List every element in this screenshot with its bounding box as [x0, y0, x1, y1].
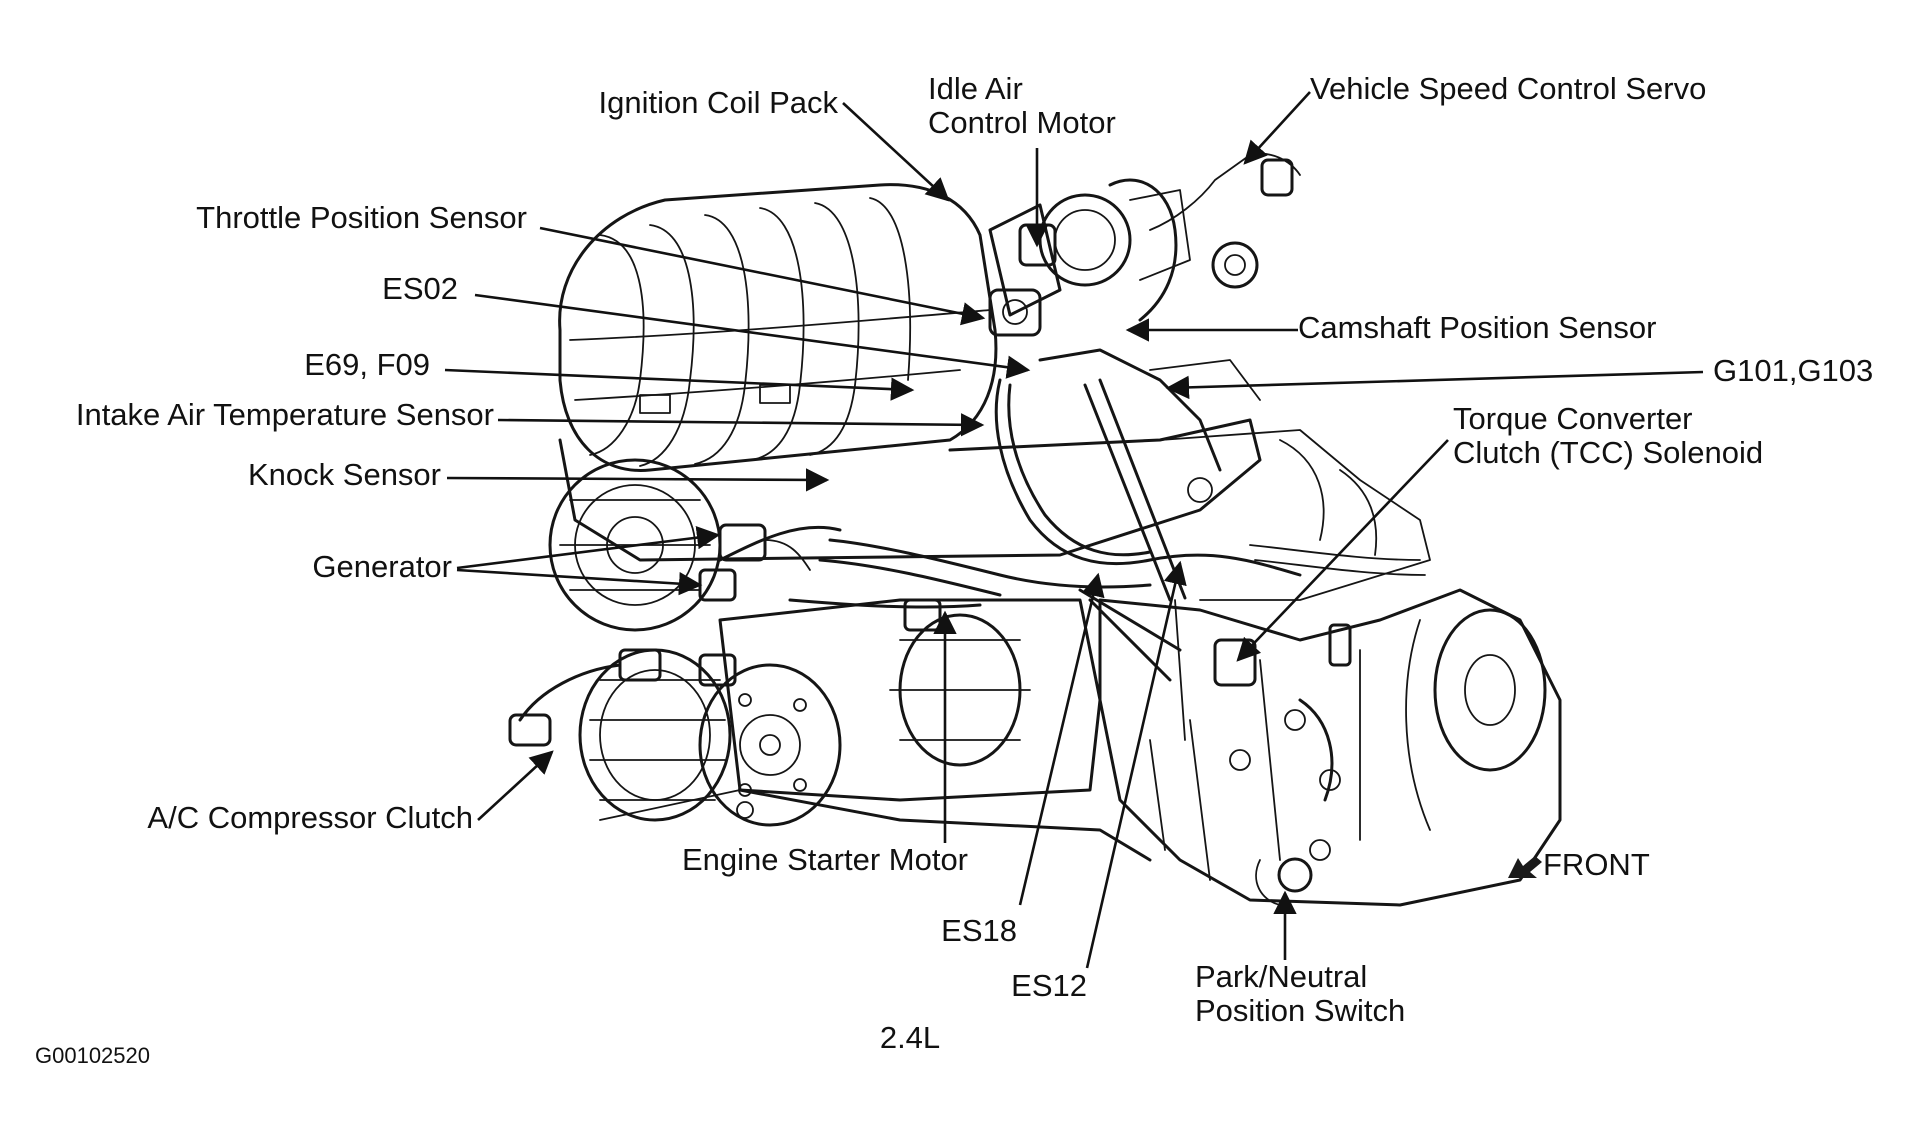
leader-ignition-coil-pack	[842, 102, 950, 202]
leader-e69-f09	[444, 368, 915, 401]
leader-g101-g103	[1165, 370, 1704, 400]
label-engine-size: 2.4L	[880, 1020, 940, 1055]
leader-es12	[1085, 560, 1187, 969]
label-pnp-line-1: Park/Neutral	[1195, 959, 1367, 994]
transaxle	[1098, 588, 1562, 907]
ac-compressor-drawing	[508, 648, 842, 827]
leader-ac-compressor-clutch	[477, 750, 554, 821]
label-ac-compressor-clutch: A/C Compressor Clutch	[147, 800, 473, 835]
label-es02: ES02	[382, 271, 458, 306]
throttle-body	[988, 189, 1191, 337]
label-figure-code: G00102520	[35, 1043, 150, 1068]
label-ignition-coil-pack: Ignition Coil Pack	[598, 85, 838, 120]
leader-lines	[444, 91, 1704, 969]
label-tcc-line-1: Torque Converter	[1453, 401, 1693, 436]
label-knock-sensor: Knock Sensor	[248, 457, 441, 492]
leader-es18	[1018, 572, 1105, 906]
leader-generator-lower	[456, 568, 703, 596]
label-vehicle-speed-control-servo: Vehicle Speed Control Servo	[1310, 71, 1706, 106]
leader-vehicle-speed-control-servo	[1243, 91, 1311, 165]
label-throttle-position-sensor: Throttle Position Sensor	[196, 200, 527, 235]
leader-es02	[474, 293, 1031, 379]
label-intake-air-temperature-sensor: Intake Air Temperature Sensor	[76, 397, 494, 432]
label-tcc-line-2: Clutch (TCC) Solenoid	[1453, 435, 1763, 470]
label-generator: Generator	[312, 549, 452, 584]
label-pnp-line-2: Position Switch	[1195, 993, 1405, 1028]
label-idle-air-line-2: Control Motor	[928, 105, 1116, 140]
leader-tcc-solenoid	[1236, 439, 1449, 662]
cylinder-head	[558, 348, 1431, 601]
label-engine-starter-motor: Engine Starter Motor	[682, 842, 968, 877]
leader-generator-upper	[456, 526, 721, 570]
engine-block	[599, 598, 1152, 862]
label-g101-g103: G101,G103	[1713, 353, 1873, 388]
speed-control-servo	[1108, 152, 1301, 322]
leader-knock-sensor	[446, 468, 830, 492]
label-es12: ES12	[1011, 968, 1087, 1003]
generator-drawing	[548, 458, 811, 632]
label-camshaft-position-sensor: Camshaft Position Sensor	[1298, 310, 1656, 345]
label-idle-air-line-1: Idle Air	[928, 71, 1023, 106]
intake-manifold	[558, 183, 998, 472]
labels: Ignition Coil Pack Idle Air Control Moto…	[35, 71, 1873, 1068]
leader-intake-air-temperature-sensor	[497, 413, 985, 437]
leader-throttle-position-sensor	[539, 226, 986, 326]
engine-illustration	[508, 152, 1562, 907]
front-arrow-icon	[1508, 856, 1542, 878]
label-front: FRONT	[1543, 847, 1650, 882]
label-e69-f09: E69, F09	[304, 347, 430, 382]
label-es18: ES18	[941, 913, 1017, 948]
